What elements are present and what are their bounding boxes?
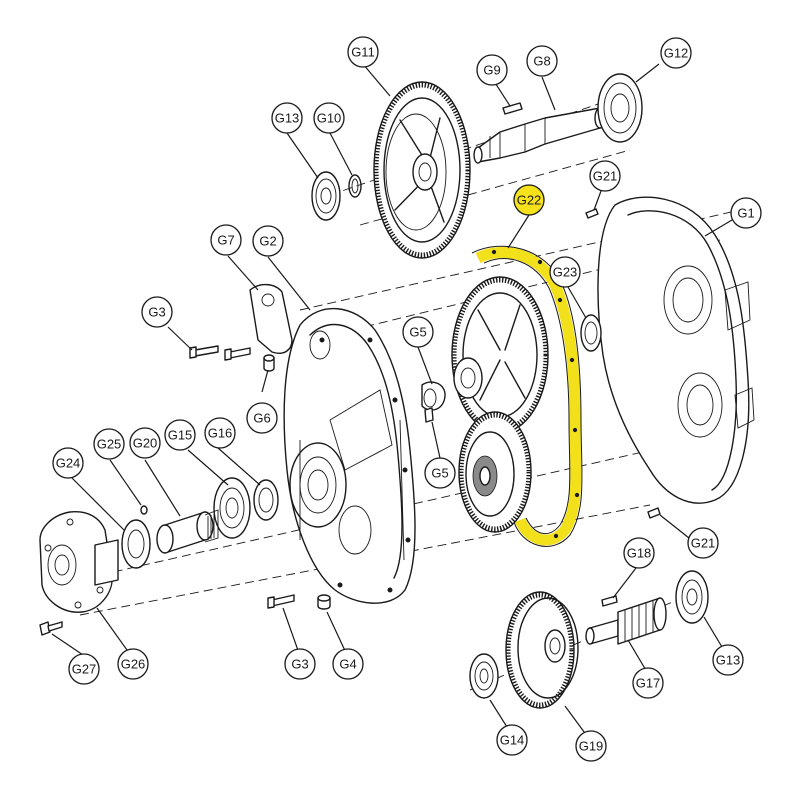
callout-g13-top: G13 bbox=[271, 102, 303, 134]
callout-g16-label: G16 bbox=[208, 426, 233, 441]
callout-g8-label: G8 bbox=[533, 54, 550, 69]
callout-g5-bottom-label: G5 bbox=[431, 466, 448, 481]
callout-g14: G14 bbox=[496, 724, 528, 756]
callout-g1: G1 bbox=[730, 197, 762, 229]
bolt-g3-b bbox=[224, 347, 251, 361]
callout-g13-bottom-label: G13 bbox=[716, 653, 741, 668]
bearing-g16 bbox=[253, 479, 279, 521]
callout-g2: G2 bbox=[252, 225, 284, 257]
bolt-g3-bottom bbox=[267, 594, 295, 609]
callout-g12-label: G12 bbox=[664, 46, 689, 61]
callout-g20-label: G20 bbox=[133, 436, 158, 451]
callout-g12: G12 bbox=[660, 37, 692, 69]
callout-g11-label: G11 bbox=[351, 45, 375, 60]
intermediate-gear bbox=[451, 276, 549, 434]
bushing-g6 bbox=[263, 354, 275, 372]
bearing-g13-bottom bbox=[675, 570, 709, 624]
callout-g26: G26 bbox=[117, 648, 149, 680]
bolt-g27 bbox=[39, 621, 63, 636]
callout-g21-bottom: G21 bbox=[687, 527, 719, 559]
callout-g2-label: G2 bbox=[259, 234, 276, 249]
gasket-g22 bbox=[471, 245, 583, 547]
shaft-g8 bbox=[473, 107, 606, 164]
callout-g23: G23 bbox=[549, 256, 581, 288]
seal-g23 bbox=[580, 314, 602, 352]
large-spur-gear-g11 bbox=[373, 81, 471, 259]
output-gear-drum bbox=[458, 411, 532, 533]
bushing-g4 bbox=[317, 594, 331, 610]
callout-g13-top-label: G13 bbox=[275, 111, 300, 126]
callout-g5-top: G5 bbox=[402, 316, 434, 348]
callout-g17-label: G17 bbox=[636, 676, 661, 691]
key-g18 bbox=[601, 595, 618, 607]
callout-g21-top: G21 bbox=[589, 160, 621, 192]
callout-g10-label: G10 bbox=[317, 111, 342, 126]
callout-g18-label: G18 bbox=[627, 546, 652, 561]
hub-flange-g26 bbox=[39, 511, 119, 613]
leader-lines bbox=[51, 63, 733, 741]
bearing-g12 bbox=[597, 73, 643, 143]
set-screw-g25 bbox=[140, 505, 148, 515]
pinion-shaft-g17 bbox=[585, 597, 667, 645]
callout-g6-label: G6 bbox=[253, 411, 270, 426]
splined-coupling-g20 bbox=[156, 509, 219, 554]
callout-g23-label: G23 bbox=[553, 265, 578, 280]
callout-g4: G4 bbox=[332, 648, 364, 680]
key-g9 bbox=[502, 102, 523, 115]
callout-g3-bottom-label: G3 bbox=[291, 657, 308, 672]
gearbox-housing-g1 bbox=[597, 196, 755, 504]
snap-ring-g10 bbox=[348, 174, 362, 198]
callout-g21-bottom-label: G21 bbox=[691, 536, 716, 551]
dowel-pin-g21-top bbox=[585, 208, 599, 219]
callout-g5-top-label: G5 bbox=[409, 325, 426, 340]
callout-g24-label: G24 bbox=[56, 456, 81, 471]
seal-ring-g24 bbox=[121, 519, 151, 569]
callout-g5-bottom: G5 bbox=[424, 457, 456, 489]
spur-gear-g19 bbox=[505, 591, 579, 709]
callout-g13-bottom: G13 bbox=[712, 644, 744, 676]
callout-g17: G17 bbox=[632, 667, 664, 699]
bearing-g14 bbox=[469, 653, 499, 699]
breather-plug-g5 bbox=[421, 381, 446, 423]
callout-g3-top-label: G3 bbox=[148, 305, 165, 320]
callout-g20: G20 bbox=[129, 427, 161, 459]
callout-g9-label: G9 bbox=[483, 63, 500, 78]
cover-plate-g2 bbox=[283, 308, 416, 604]
callout-g10: G10 bbox=[313, 102, 345, 134]
callout-g7-label: G7 bbox=[217, 233, 234, 248]
callout-g27: G27 bbox=[68, 653, 100, 685]
bearing-g13-top bbox=[311, 171, 341, 221]
callout-g1-label: G1 bbox=[737, 206, 754, 221]
callout-g22-label: G22 bbox=[517, 193, 542, 208]
bearing-g15 bbox=[213, 477, 251, 539]
callout-g7: G7 bbox=[210, 224, 242, 256]
callout-g3-bottom: G3 bbox=[284, 648, 316, 680]
dowel-pin-g21-bottom bbox=[647, 507, 661, 519]
callout-g16: G16 bbox=[204, 417, 236, 449]
callout-g24: G24 bbox=[52, 447, 84, 479]
bracket-g7 bbox=[249, 283, 293, 354]
callout-g4-label: G4 bbox=[339, 657, 356, 672]
callout-g21-top-label: G21 bbox=[593, 169, 618, 184]
callout-g15-label: G15 bbox=[168, 428, 193, 443]
callout-g25-label: G25 bbox=[97, 437, 122, 452]
callout-g9: G9 bbox=[476, 54, 508, 86]
callout-g14-label: G14 bbox=[500, 733, 525, 748]
callout-g25: G25 bbox=[93, 428, 125, 460]
callout-g15: G15 bbox=[164, 419, 196, 451]
callout-g11: G11 bbox=[347, 36, 379, 68]
callout-g27-label: G27 bbox=[72, 662, 97, 677]
callout-g22: G22 bbox=[513, 184, 545, 216]
callout-g8: G8 bbox=[526, 45, 558, 77]
callout-g6: G6 bbox=[246, 402, 278, 434]
callout-g3-top: G3 bbox=[141, 296, 173, 328]
callout-g18: G18 bbox=[623, 537, 655, 569]
callout-g19-label: G19 bbox=[579, 739, 604, 754]
callout-g26-label: G26 bbox=[121, 657, 146, 672]
callout-g19: G19 bbox=[575, 730, 607, 762]
bolt-g3-a bbox=[189, 345, 219, 359]
